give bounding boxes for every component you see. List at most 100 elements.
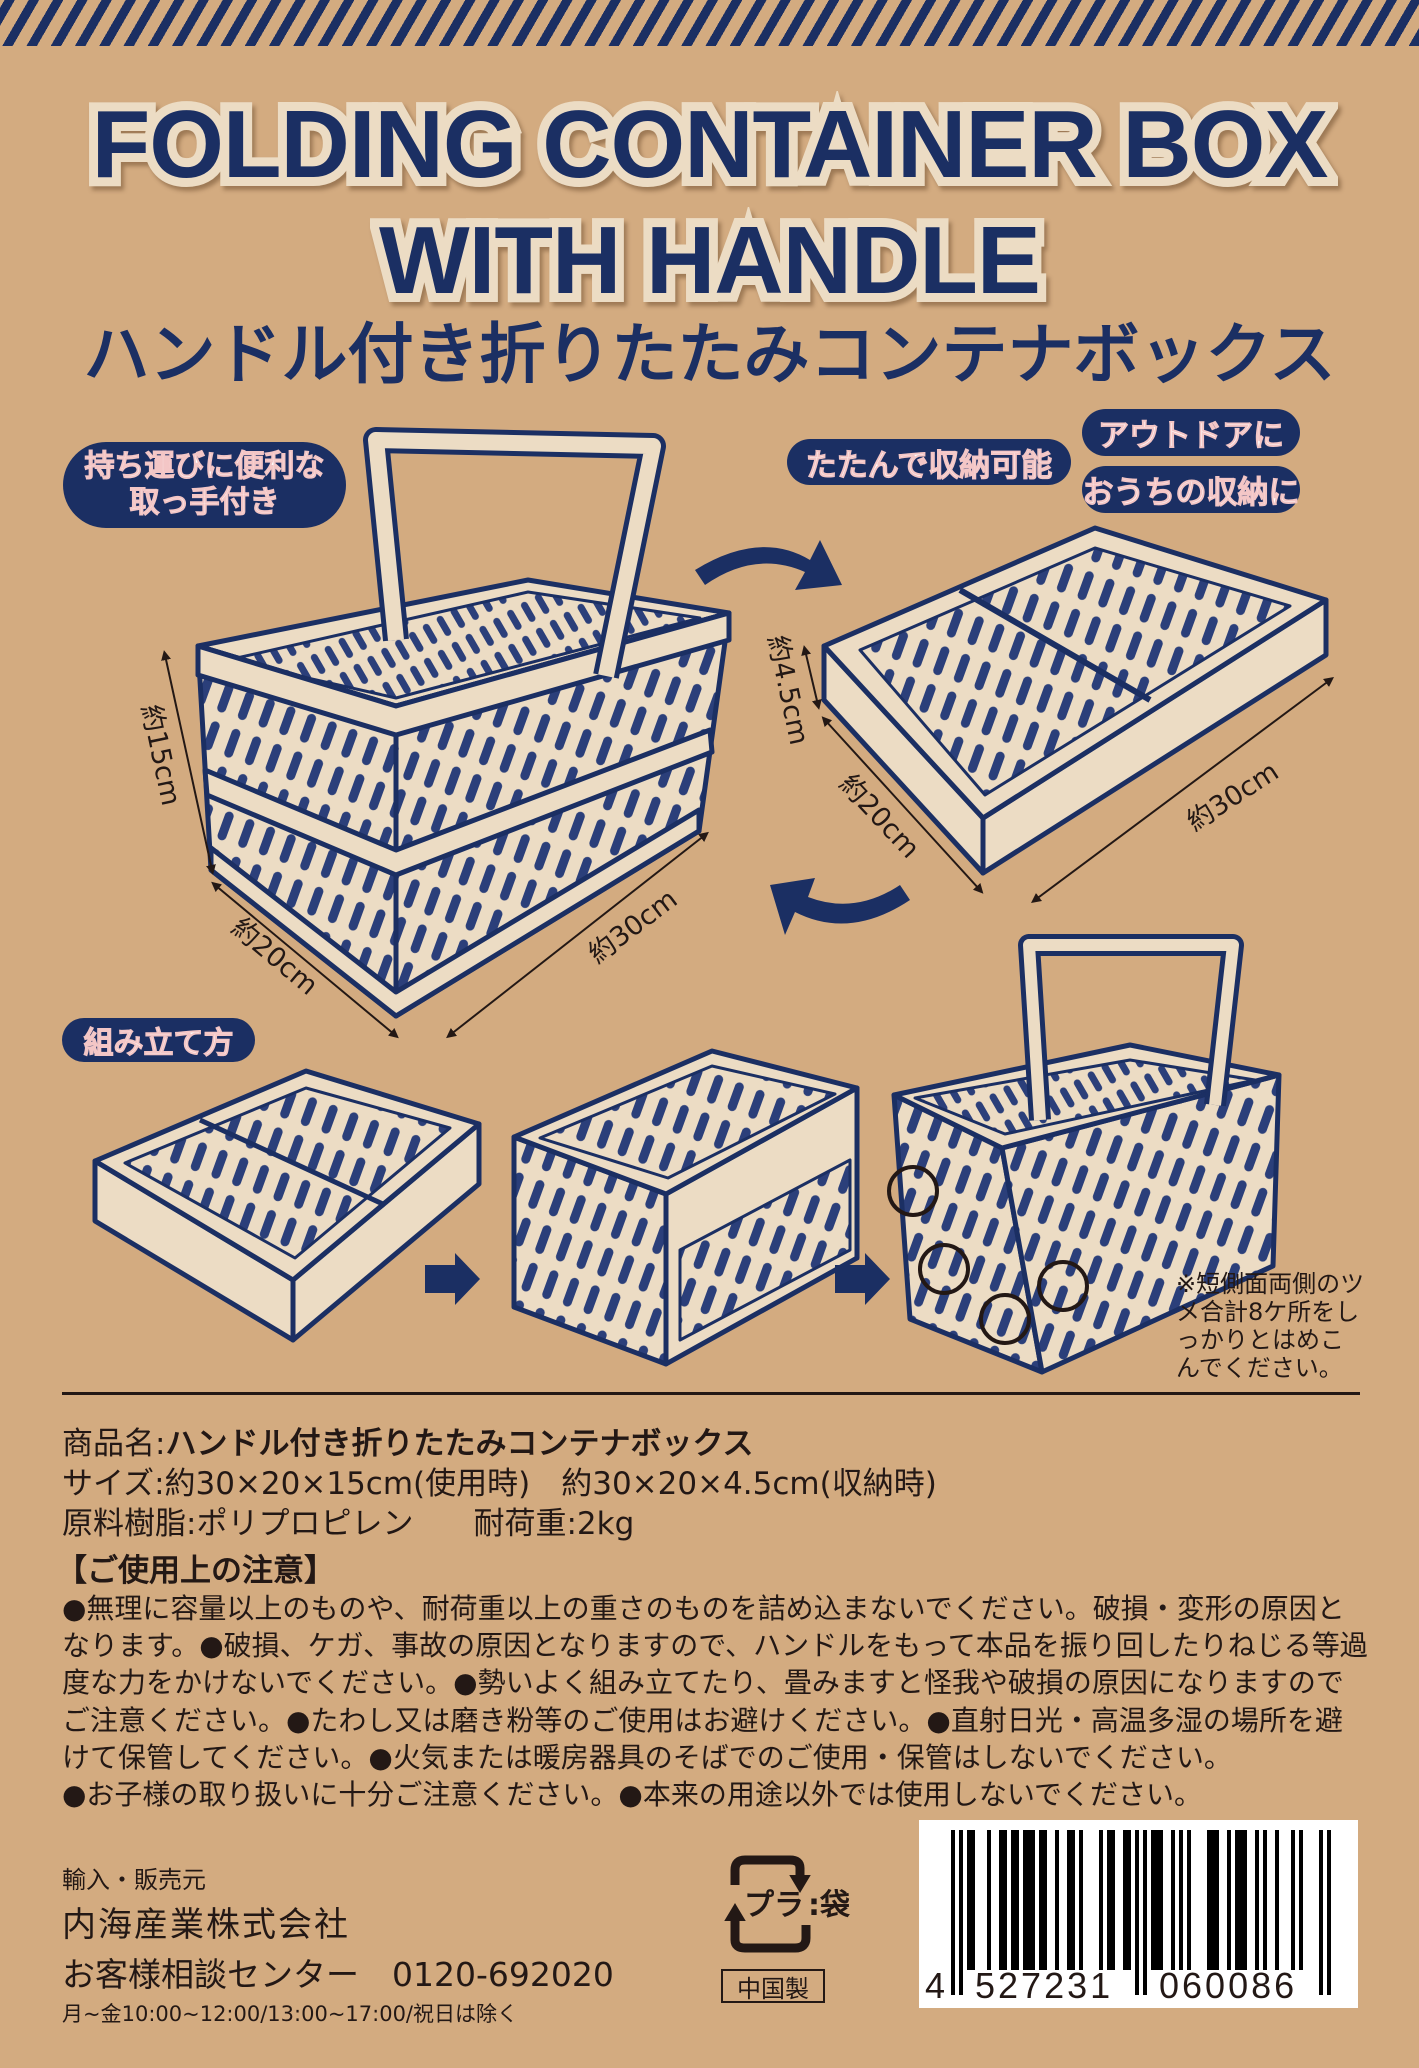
barcode-bar [1215,1830,1219,1970]
barcode-bar [1135,1830,1139,1995]
caution-heading: 【ご使用上の注意】 [56,1553,335,1589]
pla-mark-text: プラ [744,1888,804,1923]
barcode-bar [1255,1830,1259,1970]
barcode-bar [1055,1830,1059,1970]
badge-assembly: 組み立て方 [62,1018,255,1062]
claw-circle [887,1165,939,1217]
made-in-label: 中国製 [721,1969,825,2003]
barcode-bar [1107,1830,1111,1970]
product-material: 原料樹脂:ポリプロピレン [62,1506,414,1542]
barcode-bar [1211,1830,1215,1970]
barcode-bar [1143,1830,1147,1995]
caution-line: 度な力をかけないでください。●勢いよく組み立てたり、畳みますと怪我や破損の原因に… [62,1666,1344,1699]
barcode-bar [1275,1830,1279,1970]
dimension-lines [161,645,1335,1039]
step-arrow-icon [835,1253,890,1305]
check-circles [887,1165,1089,1345]
barcode-bar [1071,1830,1075,1970]
caution-line: なります。●破損、ケガ、事故の原因となりますので、ハンドルをもって本品を振り回し… [62,1629,1368,1662]
barcode-bar [1027,1830,1031,1970]
barcode-bar [1003,1830,1007,1970]
barcode-bar [1023,1830,1027,1970]
badge-handle-line-1: 持ち運びに便利な [84,449,325,485]
barcode-bar [971,1830,975,1970]
barcode-bar [1127,1830,1131,1970]
barcode-bar [1155,1830,1159,1970]
barcode-bar [1011,1830,1015,1970]
product-size: サイズ:約30×20×15cm(使用時) 約30×20×4.5cm(収納時) [62,1466,937,1502]
barcode-bar [1179,1830,1183,1970]
claw-circle [918,1243,970,1295]
barcode-bar [1319,1830,1323,1995]
barcode-bar [1015,1830,1019,1970]
barcode-bar [1299,1830,1303,1970]
barcode-right-digits: 060086 [1159,1965,1298,2006]
assembly-step-1-illustration [92,1068,482,1343]
barcode-bar [1207,1830,1211,1970]
product-material-row: 原料樹脂:ポリプロピレン 耐荷重:2kg [62,1498,634,1543]
barcode-bar [951,1830,955,1995]
barcode-bar [1263,1830,1267,1970]
arrows [425,540,910,1305]
badge-handle: 持ち運びに便利な 取っ手付き [63,442,346,528]
product-load: 耐荷重:2kg [473,1506,635,1542]
support-hours: 月~金10:00~12:00/13:00~17:00/祝日は除く [62,2002,519,2026]
company-info: 輸入・販売元 内海産業株式会社 お客様相談センター 0120-692020 月~… [62,1860,614,2028]
caution-line: ●お子様の取り扱いに十分ご注意ください。●本来の用途以外では使用しないでください… [62,1778,1203,1811]
barcode-bar [959,1830,963,1995]
striped-border [0,0,1419,46]
barcode-left-digits: 527231 [975,1965,1114,2006]
badge-outdoor: アウトドアに [1082,409,1300,456]
barcode-bar [1243,1830,1247,1970]
curved-arrow-right-icon [695,540,842,590]
barcode-bar [1159,1830,1163,1970]
claw-circle [1037,1260,1089,1312]
assembly-step-2-illustration [511,1048,860,1367]
barcode-bar [1187,1830,1191,1970]
barcode-bar [1291,1830,1295,1970]
caution-line: けて保管してください。●火気または暖房器具のそばでのご使用・保管はしないでくださ… [62,1741,1232,1774]
barcode: 4 527231 060086 [919,1820,1358,2008]
claw-circle [979,1293,1031,1345]
barcode-bar [1039,1830,1043,1970]
assembly-step-3-illustration [891,934,1282,1375]
product-name-label: 商品名: [62,1426,166,1462]
company-role: 輸入・販売元 [62,1866,206,1894]
barcode-bar [1123,1830,1127,1970]
title-line-1: FOLDING CONTAINER BOX [83,83,1338,206]
barcode-bar [1227,1830,1231,1970]
assembly-note: ※短側面両側のツメ合計8ケ所をしっかりとはめこんでください。 [1176,1270,1365,1382]
caution-line: ●無理に容量以上のものや、耐荷重以上の重さのものを詰め込まないでください。破損・… [62,1592,1345,1625]
barcode-bars [951,1830,1331,1995]
barcode-bar [987,1830,991,1970]
barcode-bar [1067,1830,1071,1970]
barcode-bar [999,1830,1003,1970]
barcode-first-digit: 4 [925,1965,946,2006]
barcode-bar [1043,1830,1047,1970]
badge-home: おうちの収納に [1082,466,1300,513]
pla-recycle-icon [724,1855,811,1953]
title-japanese: ハンドル付き折りたたみコンテナボックス [83,316,1336,393]
divider [62,1392,1360,1395]
badge-foldable: たたんで収納可能 [787,439,1071,485]
barcode-bar [1151,1830,1155,1970]
barcode-bar [967,1830,971,1970]
barcode-bar [1171,1830,1175,1970]
title-line-2: WITH HANDLE [370,199,1050,322]
barcode-bar [1235,1830,1239,1970]
support-phone: お客様相談センター 0120-692020 [62,1955,614,1994]
company-name: 内海産業株式会社 [62,1905,350,1945]
barcode-bar [1031,1830,1035,1970]
step-arrow-icon [425,1253,480,1305]
badge-handle-line-2: 取っ手付き [129,485,280,521]
pla-label: :袋 [808,1888,850,1923]
barcode-bar [1099,1830,1103,1970]
barcode-bar [1079,1830,1083,1970]
barcode-bar [1327,1830,1331,1995]
caution-line: ご注意ください。●たわし又は磨き粉等のご使用はお避けください。●直射日光・高温多… [62,1704,1343,1737]
curved-arrow-left-icon [770,878,910,935]
barcode-bar [1111,1830,1115,1970]
product-name-row: 商品名:ハンドル付き折りたたみコンテナボックス [62,1418,754,1463]
barcode-bar [1239,1830,1243,1970]
